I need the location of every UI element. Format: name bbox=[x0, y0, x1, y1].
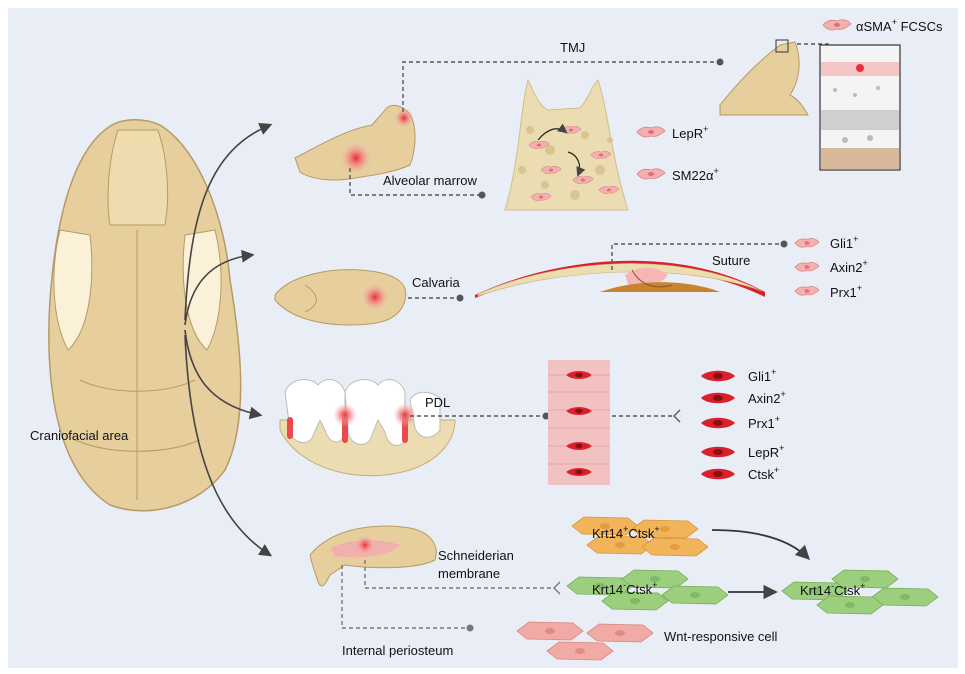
marker-pdl-1: Axin2+ bbox=[748, 389, 786, 406]
internal-periosteum-label: Internal periosteum bbox=[342, 643, 453, 658]
marker-suture-1: Axin2+ bbox=[830, 258, 868, 275]
marker-alveolar-0: LepR+ bbox=[672, 124, 708, 141]
pdl-fiber-column bbox=[548, 360, 610, 485]
marker-pdl-3: LepR+ bbox=[748, 443, 784, 460]
schneiderian-label-1: Schneiderian bbox=[438, 548, 514, 563]
pdl-label: PDL bbox=[425, 395, 450, 410]
marker-alveolar-1: SM22α+ bbox=[672, 166, 719, 183]
marker-tmj-0: αSMA+ FCSCs bbox=[856, 17, 943, 34]
craniofacial-label: Craniofacial area bbox=[30, 428, 129, 443]
schneiderian-label-2: membrane bbox=[438, 566, 500, 581]
suture-label: Suture bbox=[712, 253, 750, 268]
alveolar-marrow-label: Alveolar marrow bbox=[383, 173, 478, 188]
tmj-label: TMJ bbox=[560, 40, 585, 55]
wnt-responsive-label: Wnt-responsive cell bbox=[664, 629, 778, 644]
tmj-inset bbox=[820, 45, 900, 170]
calvaria-label: Calvaria bbox=[412, 275, 460, 290]
